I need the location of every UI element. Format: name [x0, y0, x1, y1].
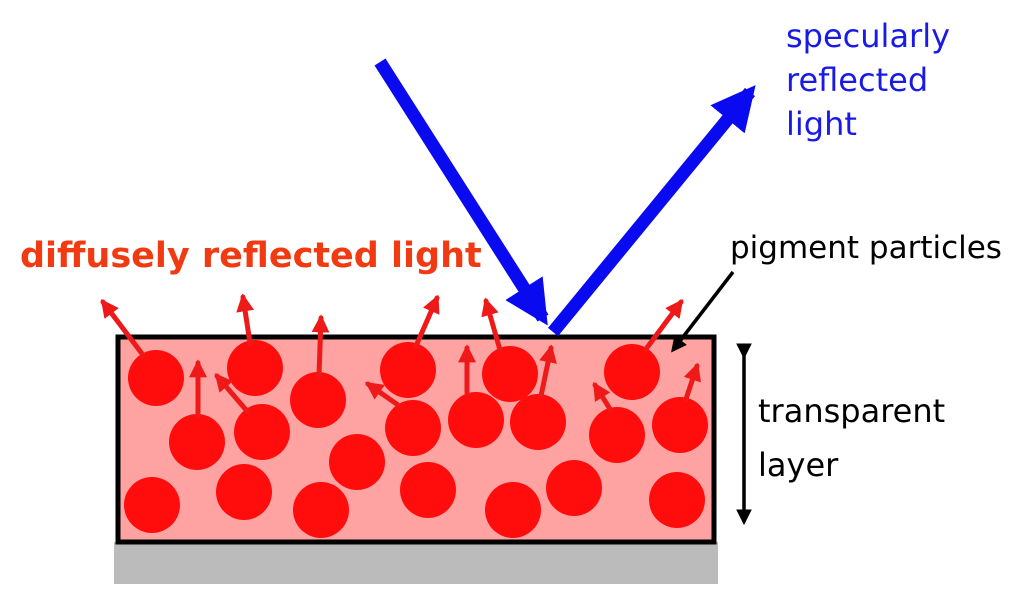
pigment-particle: [380, 342, 436, 398]
pigment-particle: [124, 477, 180, 533]
diffuse-arrow: [592, 381, 613, 412]
pigment-particle: [290, 372, 346, 428]
diffuse-arrow: [365, 381, 401, 408]
pigment-particle: [510, 394, 566, 450]
pigment-particle: [216, 464, 272, 520]
pigment-particle: [329, 434, 385, 490]
diffuse-arrow: [643, 299, 684, 352]
diffuse-light-label: diffusely reflected light: [20, 236, 482, 276]
diffuse-arrow: [214, 373, 250, 414]
pigment-particles-label: pigment particles: [730, 230, 1002, 266]
diffuse-arrow: [481, 297, 503, 353]
diffuse-arrow: [413, 294, 440, 349]
pigment-particle: [128, 350, 184, 406]
pigment-particle: [385, 400, 441, 456]
diffuse-arrow: [538, 344, 557, 399]
pigment-particle: [169, 414, 225, 470]
pigment-particle: [485, 482, 541, 538]
specular-label-line-1: specularly: [786, 17, 951, 55]
specular-label-line-3: light: [786, 105, 857, 143]
incident-beam-arrow: [374, 58, 549, 326]
pigment-particle: [652, 397, 708, 453]
pigment-particle: [227, 340, 283, 396]
diffuse-arrow: [236, 293, 255, 346]
specular-label-line-2: reflected: [786, 61, 929, 99]
pigment-particle: [293, 482, 349, 538]
diffuse-arrow: [683, 362, 701, 402]
pigment-particle: [589, 407, 645, 463]
specular-light-label: specularly reflected light: [786, 14, 950, 146]
pigment-particle: [604, 344, 660, 400]
layer-label-line-2: layer: [758, 446, 839, 484]
diffuse-arrows: [100, 293, 701, 419]
transparent-layer-label: transparent layer: [758, 384, 945, 492]
layer-label-line-1: transparent: [758, 392, 946, 430]
pigment-particle: [482, 346, 538, 402]
pigment-particle: [649, 472, 705, 528]
pigment-particle: [546, 460, 602, 516]
specular-beam-arrow: [547, 85, 756, 337]
pigment-pointer-arrow: [671, 270, 735, 353]
pigment-particle: [448, 392, 504, 448]
diffuse-arrow: [311, 314, 330, 378]
diffuse-arrow: [100, 299, 146, 358]
pigment-particles: [124, 340, 708, 538]
pigment-particle: [400, 462, 456, 518]
substrate: [114, 542, 718, 584]
pigment-particle: [234, 404, 290, 460]
